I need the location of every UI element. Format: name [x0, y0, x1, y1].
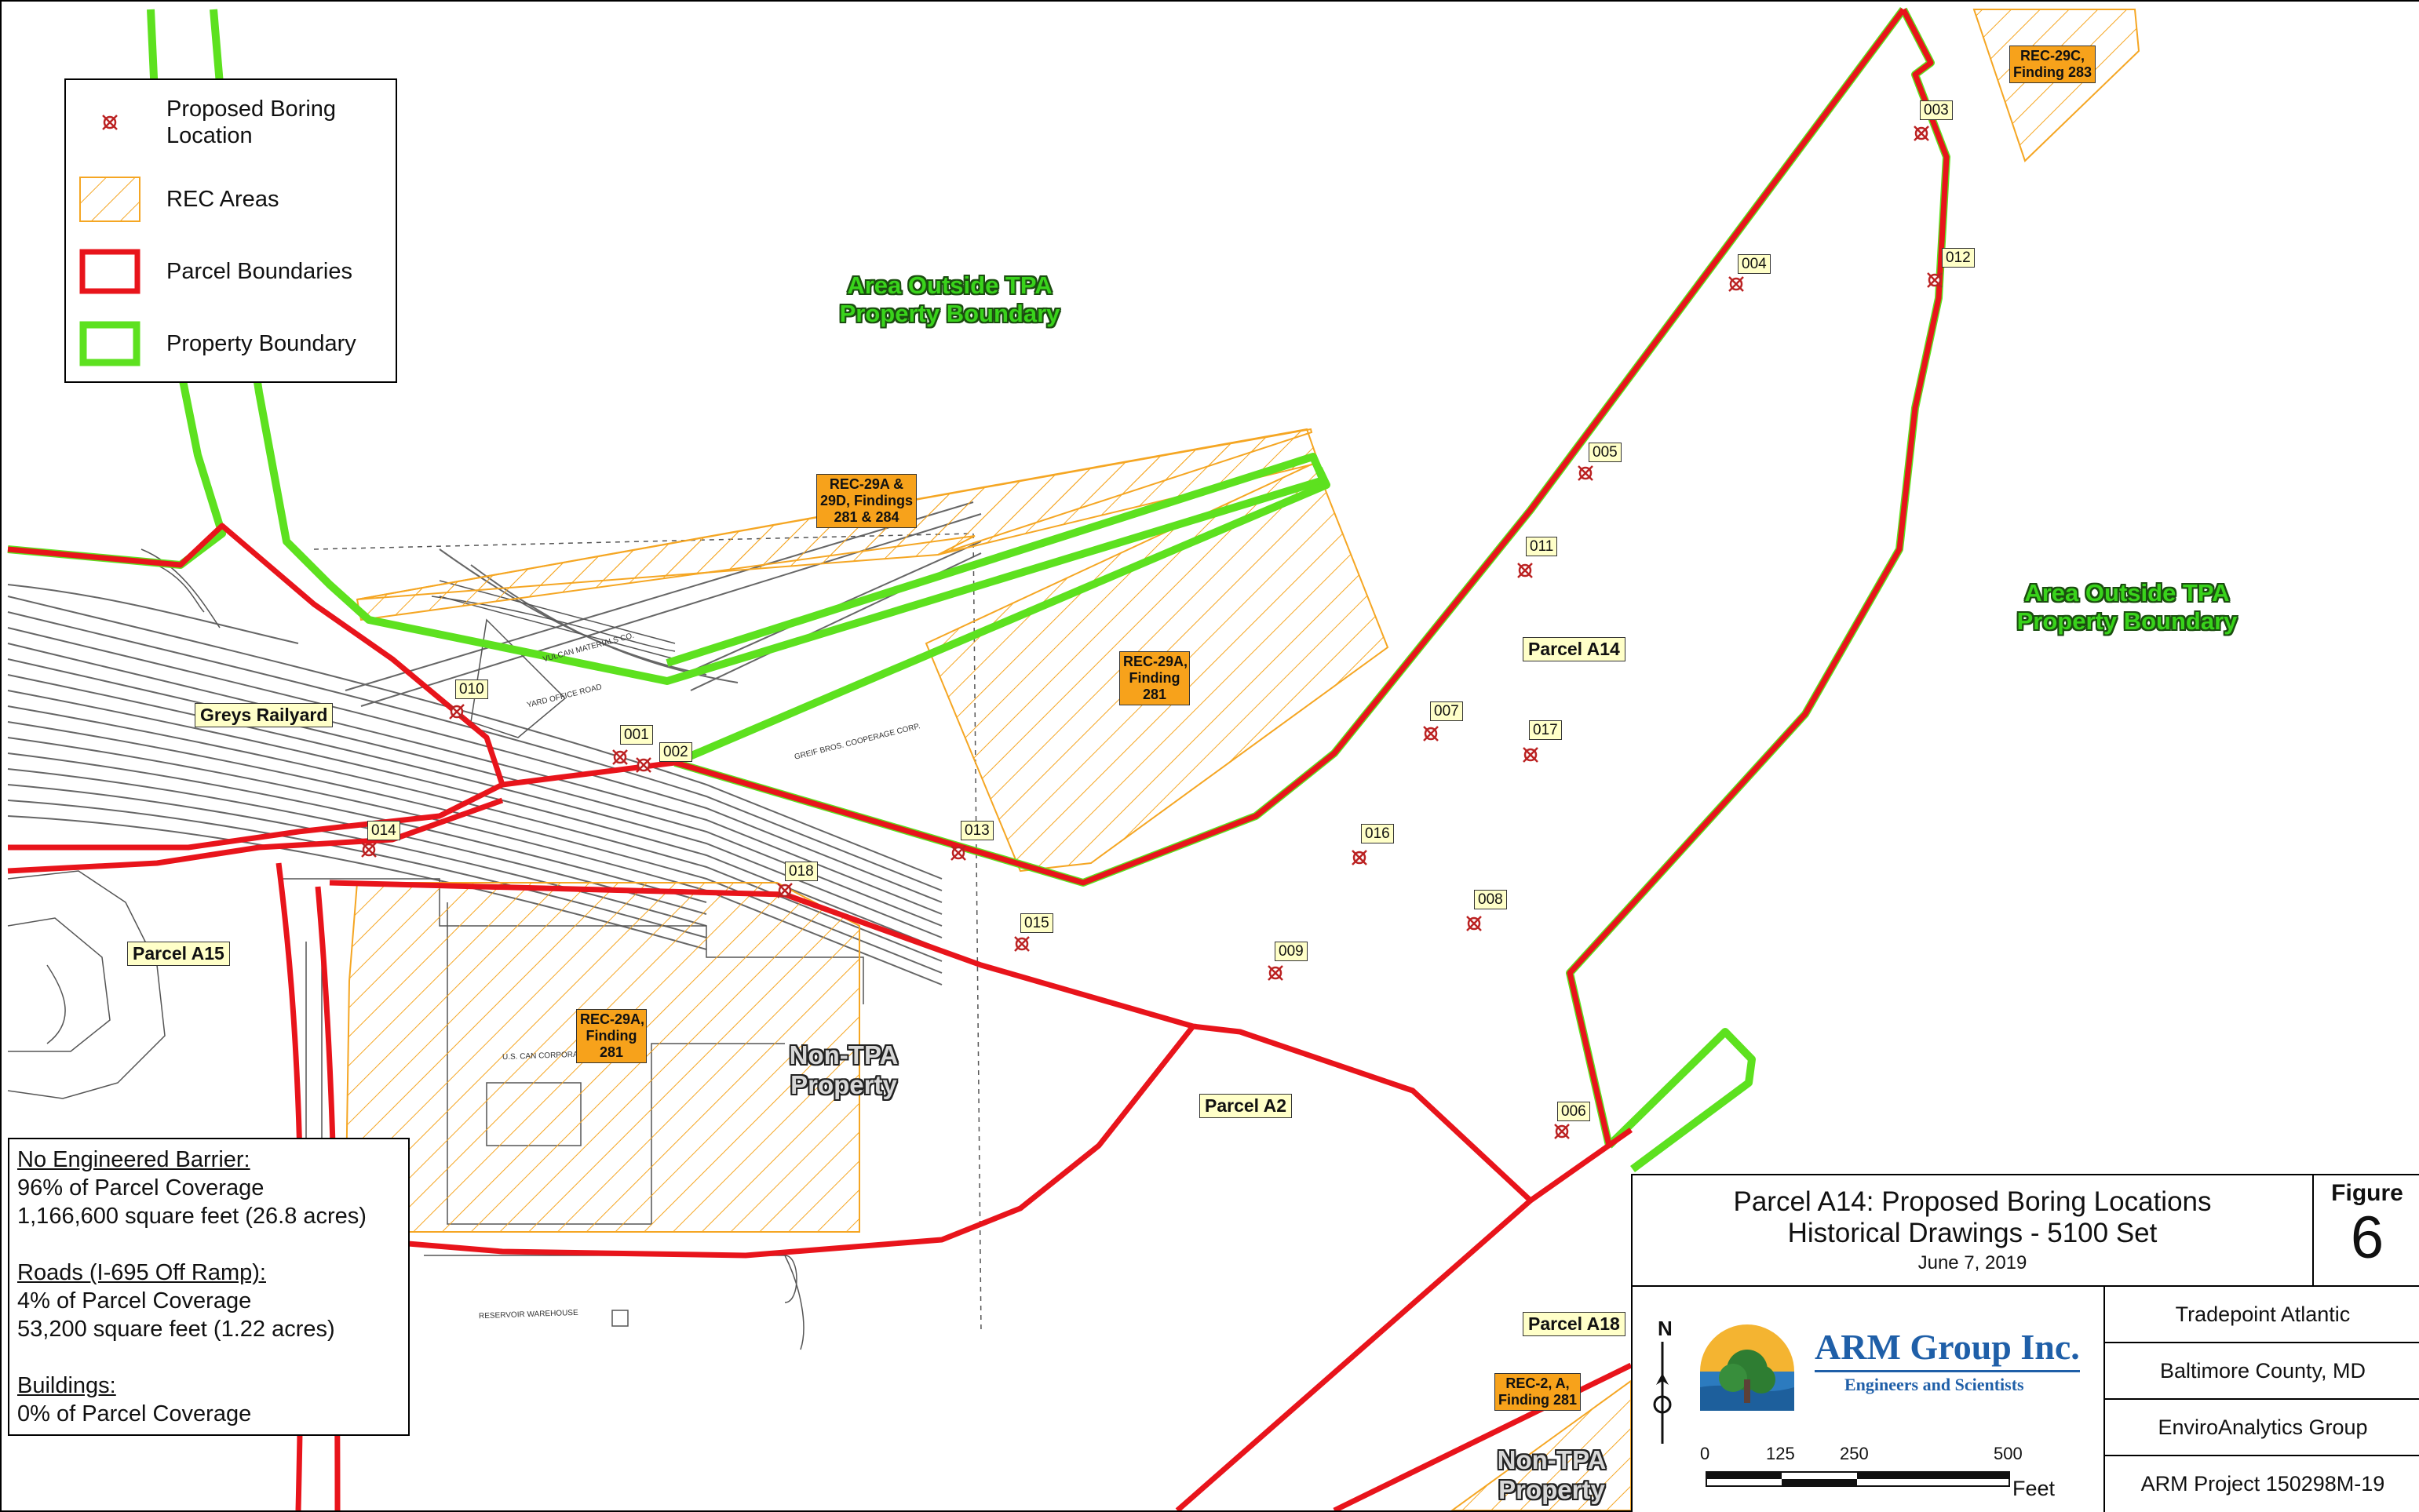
company-name: ARM Group Inc. [1815, 1327, 2080, 1367]
boring-label: 017 [1529, 720, 1562, 740]
coverage-buildings-title: Buildings: [17, 1373, 116, 1398]
coverage-buildings-pct: 0% of Parcel Coverage [17, 1401, 252, 1426]
coverage-no-barrier-pct: 96% of Parcel Coverage [17, 1175, 265, 1200]
map-legend: Proposed Boring Location REC Areas Parce… [64, 78, 397, 383]
boring-label: 001 [620, 725, 653, 745]
rec-label-29c: REC-29C,Finding 283 [2009, 46, 2096, 83]
legend-label-boring: Proposed Boring Location [166, 97, 337, 148]
coverage-roads-title: Roads (I-695 Off Ramp): [17, 1260, 266, 1285]
project-cell: ARM Project 150298M-19 [2140, 1471, 2385, 1496]
map-subtitle: Historical Drawings - 5100 Set [1787, 1218, 2158, 1248]
client-cell: Tradepoint Atlantic [2105, 1287, 2419, 1343]
railyard-label: Greys Railyard [195, 703, 334, 727]
parcel-label-a14: Parcel A14 [1523, 637, 1625, 661]
figure-cell: Figure 6 [2314, 1175, 2419, 1287]
boring-label: 018 [785, 862, 818, 881]
boring-label: 002 [659, 742, 692, 762]
boring-label: 012 [1942, 248, 1975, 268]
boring-label: 004 [1738, 254, 1771, 274]
scale-unit: Feet [2012, 1477, 2056, 1500]
svg-text:N: N [1658, 1317, 1673, 1340]
north-arrow-icon: N [1653, 1317, 1673, 1444]
project-info: Tradepoint Atlantic Baltimore County, MD… [2105, 1287, 2419, 1512]
boring-label: 015 [1020, 913, 1053, 933]
parcel-label-a15: Parcel A15 [127, 942, 230, 966]
title-cell: Parcel A14: Proposed Boring Locations Hi… [1633, 1175, 2314, 1287]
legend-item-rec: REC Areas [78, 176, 279, 223]
scale-tick-label: 0 [1700, 1444, 1710, 1463]
coverage-no-barrier-title: No Engineered Barrier: [17, 1147, 250, 1172]
legend-item-boring: Proposed Boring Location [78, 96, 336, 149]
coverage-no-barrier-area: 1,166,600 square feet (26.8 acres) [17, 1204, 367, 1229]
boring-label: 007 [1430, 701, 1463, 721]
parcel-boundaries [7, 7, 1950, 1510]
parcel-label-a18: Parcel A18 [1523, 1312, 1625, 1336]
scale-tick-label: 125 [1766, 1444, 1795, 1463]
company-tagline: Engineers and Scientists [1844, 1375, 2024, 1394]
legend-item-property: Property Boundary [78, 320, 356, 367]
scale-tick-label: 250 [1840, 1444, 1869, 1463]
scale-tick-label: 500 [1994, 1444, 2023, 1463]
figure-label: Figure [2331, 1180, 2403, 1206]
company-rule [1815, 1370, 2080, 1372]
boring-label: 016 [1361, 824, 1394, 843]
scale-bar [1706, 1471, 2010, 1487]
coverage-roads-pct: 4% of Parcel Coverage [17, 1288, 252, 1313]
boring-label: 010 [455, 679, 488, 699]
boring-label: 006 [1557, 1102, 1590, 1121]
legend-item-parcel: Parcel Boundaries [78, 248, 352, 295]
title-block: Parcel A14: Proposed Boring Locations Hi… [1631, 1174, 2419, 1512]
boring-label: 011 [1526, 537, 1558, 556]
figure-number: 6 [2350, 1204, 2384, 1271]
location-cell: Baltimore County, MD [2105, 1343, 2419, 1400]
legend-label-property: Property Boundary [166, 331, 356, 356]
boring-label: 009 [1275, 942, 1308, 961]
rec-label-2a: REC-2, A,Finding 281 [1494, 1373, 1582, 1411]
red-outline-swatch-icon [78, 248, 141, 295]
hatch-swatch-icon [78, 176, 141, 223]
map-title: Parcel A14: Proposed Boring Locations [1733, 1186, 2212, 1217]
company-logo-icon [1700, 1324, 1794, 1411]
coverage-summary: No Engineered Barrier: 96% of Parcel Cov… [8, 1138, 410, 1436]
partner-cell: EnviroAnalytics Group [2105, 1400, 2419, 1456]
boring-label: 003 [1920, 100, 1953, 120]
boring-label: 013 [961, 821, 994, 840]
map-date: June 7, 2019 [1917, 1252, 2027, 1273]
legend-label-parcel: Parcel Boundaries [166, 259, 352, 284]
legend-label-rec: REC Areas [166, 187, 279, 212]
logo-cell: N ARM Group Inc. Engineers and Scientist… [1633, 1287, 2105, 1512]
green-outline-swatch-icon [78, 320, 141, 367]
boring-label: 005 [1589, 443, 1622, 462]
coverage-roads-area: 53,200 square feet (1.22 acres) [17, 1317, 335, 1342]
boring-point-icon [78, 99, 141, 146]
parcel-label-a2: Parcel A2 [1199, 1094, 1292, 1118]
boring-label: 008 [1474, 890, 1507, 909]
boring-label: 014 [367, 821, 400, 840]
